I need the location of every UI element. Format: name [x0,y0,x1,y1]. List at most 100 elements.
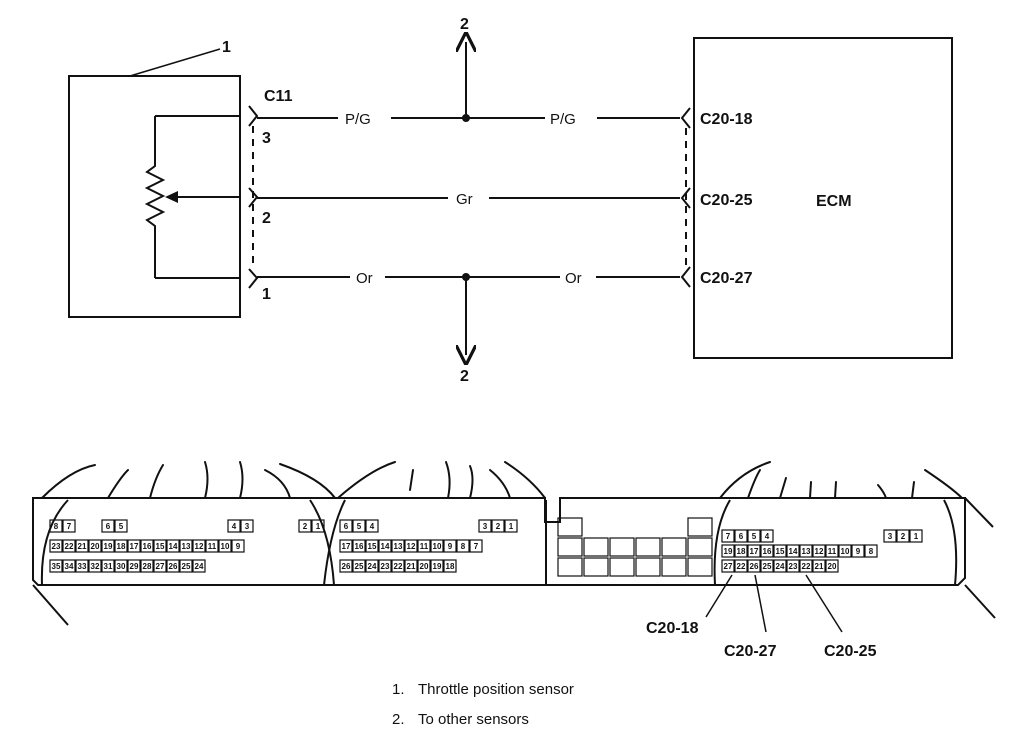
connector-callout-c20-18: C20-18 [646,620,699,637]
pin-number: 13 [802,547,811,556]
pin-number: 15 [156,542,165,551]
pin-number: 2 [303,522,308,531]
blank-cavity [583,557,609,577]
pin-cell [478,519,492,533]
pin-cell [747,529,761,543]
connector-callout-c20-25: C20-25 [824,643,877,660]
pin-number: 22 [737,562,746,571]
pin-cell [192,539,206,553]
pin-cell [88,539,102,553]
pin-number: 20 [828,562,837,571]
pin-number: 27 [724,562,733,571]
pin-number: 5 [357,522,362,531]
pin-number: 29 [130,562,139,571]
pin-number: 6 [106,522,111,531]
pin-cell [101,559,115,573]
pin-cell [352,539,366,553]
wire-pg-left-label: P/G [345,111,371,128]
pin-cell [721,529,735,543]
pin-number: 28 [143,562,152,571]
pin-cell [864,544,878,558]
pin-cell [192,559,206,573]
pin-number: 9 [856,547,861,556]
pin-3-label: 3 [262,130,271,147]
pin-number: 6 [739,532,744,541]
pin-cell [240,519,254,533]
pin-number: 12 [407,542,416,551]
pin-cell [491,519,505,533]
pin-cell [365,559,379,573]
pin-number: 12 [195,542,204,551]
pin-cell [227,519,241,533]
connector-latch-strokes [41,461,963,499]
pin-number: 26 [750,562,759,571]
legend-text: To other sensors [418,711,529,728]
pin-number: 25 [763,562,772,571]
pin-number: 34 [65,562,74,571]
potentiometer-symbol [144,116,240,278]
pin-cell [799,544,813,558]
pin-cell [75,559,89,573]
pin-number: 1 [914,532,919,541]
pin-number: 22 [802,562,811,571]
wire-or-right-label: Or [565,270,582,287]
pin-number: 21 [407,562,416,571]
callout-2-top-label: 2 [460,16,469,33]
pin-cell [127,539,141,553]
pin-cell [339,559,353,573]
terminal-c20-18-label: C20-18 [700,111,753,128]
pin-number: 3 [245,522,250,531]
callout-2-bottom-label: 2 [460,368,469,385]
pin-number: 19 [433,562,442,571]
pin-number: 7 [726,532,731,541]
pin-1-label: 1 [262,286,271,303]
pin-cell [760,529,774,543]
pin-number: 15 [368,542,377,551]
pin-number: 4 [765,532,770,541]
wire-or-left-label: Or [356,270,373,287]
pin-cell [825,559,839,573]
legend-number: 2. [392,711,405,728]
pin-number: 10 [841,547,850,556]
wiper-arrow [165,191,178,203]
pin-number: 24 [195,562,204,571]
pin-cell [179,559,193,573]
pin-cell [721,559,735,573]
pin-cell [443,559,457,573]
pin-number: 8 [869,547,874,556]
blank-cavity [583,537,609,557]
pin-number: 8 [461,542,466,551]
pin-cell [747,559,761,573]
pin-cell [896,529,910,543]
pin-number: 7 [474,542,479,551]
pin-number: 10 [221,542,230,551]
pin-cell [812,544,826,558]
pin-cell [404,539,418,553]
pin-number: 14 [381,542,390,551]
pin-cell [378,539,392,553]
pin-cell [786,544,800,558]
pin-cell [469,539,483,553]
blank-cavity [557,517,583,537]
pin-number: 16 [763,547,772,556]
pin-cell [114,539,128,553]
pin-cell [456,539,470,553]
pin-cell [430,559,444,573]
pin-number: 17 [342,542,351,551]
callout-leader-1 [129,48,221,77]
pin-cell [339,539,353,553]
pin-number: 31 [104,562,113,571]
pin-number: 25 [182,562,191,571]
wire-pg-right-label: P/G [550,111,576,128]
blank-cavity [687,517,713,537]
pin-number: 2 [496,522,501,531]
sensor-connector-label: C11 [264,88,293,105]
pin-number: 21 [78,542,87,551]
pin-cell [734,544,748,558]
pin-cell [153,559,167,573]
pin-number: 8 [54,522,59,531]
pin-2-label: 2 [262,210,271,227]
wire-gr-label: Gr [456,191,473,208]
